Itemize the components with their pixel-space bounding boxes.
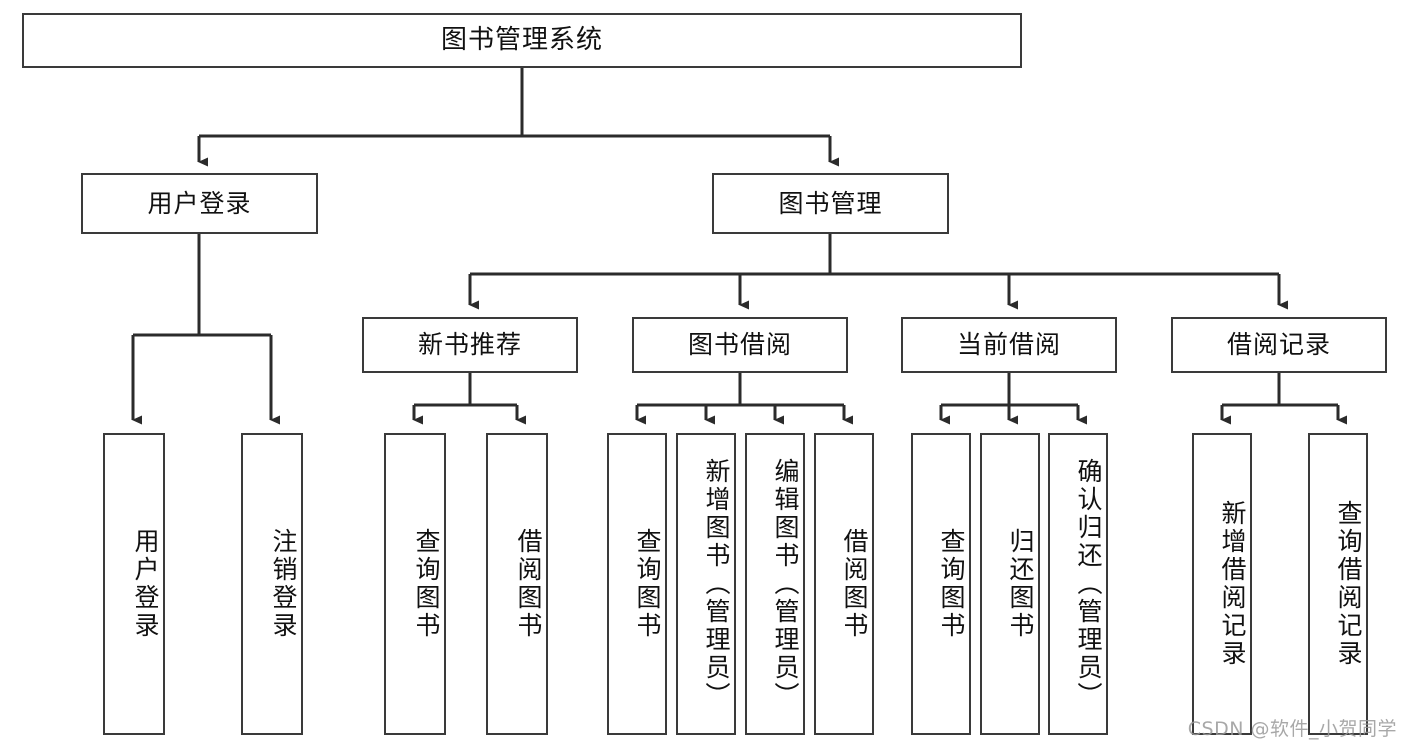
node-label: 用户登录 — [147, 188, 252, 218]
node-label: 图书管理系统 — [440, 24, 603, 55]
node-label: 当前借阅 — [956, 330, 1061, 359]
leaf-confirm-return[interactable]: 确认归还（管理员） — [1048, 433, 1108, 735]
leaf-query-book-current[interactable]: 查询图书 — [911, 433, 971, 735]
leaf-borrow-book[interactable]: 借阅图书 — [814, 433, 874, 735]
leaf-return-book[interactable]: 归还图书 — [980, 433, 1040, 735]
node-root-book-management-system[interactable]: 图书管理系统 — [22, 13, 1022, 68]
leaf-add-book[interactable]: 新增图书（管理员） — [676, 433, 736, 735]
watermark-text: CSDN @软件_小贺同学 — [1187, 718, 1397, 740]
node-label: 借阅图书 — [514, 528, 543, 640]
node-label: 查询图书 — [937, 528, 966, 640]
node-label: 新书推荐 — [417, 330, 522, 359]
node-label: 查询图书 — [633, 528, 662, 640]
node-label: 确认归还（管理员） — [1074, 458, 1103, 710]
leaf-logout-login[interactable]: 注销登录 — [241, 433, 303, 735]
node-user-login[interactable]: 用户登录 — [81, 173, 318, 234]
leaf-query-book-recommend[interactable]: 查询图书 — [384, 433, 446, 735]
node-label: 借阅图书 — [840, 528, 869, 640]
node-label: 注销登录 — [269, 528, 298, 640]
node-book-management[interactable]: 图书管理 — [712, 173, 949, 234]
node-book-borrow[interactable]: 图书借阅 — [632, 317, 848, 373]
node-borrow-record[interactable]: 借阅记录 — [1171, 317, 1387, 373]
node-label: 归还图书 — [1006, 528, 1035, 640]
leaf-query-borrow-record[interactable]: 查询借阅记录 — [1308, 433, 1368, 735]
node-label: 查询图书 — [412, 528, 441, 640]
leaf-borrow-book-recommend[interactable]: 借阅图书 — [486, 433, 548, 735]
leaf-user-login[interactable]: 用户登录 — [103, 433, 165, 735]
leaf-edit-book[interactable]: 编辑图书（管理员） — [745, 433, 805, 735]
node-label: 图书借阅 — [687, 330, 792, 359]
leaf-query-book-borrow[interactable]: 查询图书 — [607, 433, 667, 735]
node-new-book-recommend[interactable]: 新书推荐 — [362, 317, 578, 373]
node-current-borrow[interactable]: 当前借阅 — [901, 317, 1117, 373]
node-label: 新增图书（管理员） — [702, 458, 731, 710]
leaf-add-borrow-record[interactable]: 新增借阅记录 — [1192, 433, 1252, 735]
node-label: 用户登录 — [131, 528, 160, 640]
node-label: 查询借阅记录 — [1334, 500, 1363, 668]
node-label: 图书管理 — [778, 188, 883, 218]
node-label: 借阅记录 — [1226, 330, 1331, 359]
node-label: 编辑图书（管理员） — [771, 458, 800, 710]
node-label: 新增借阅记录 — [1218, 500, 1247, 668]
